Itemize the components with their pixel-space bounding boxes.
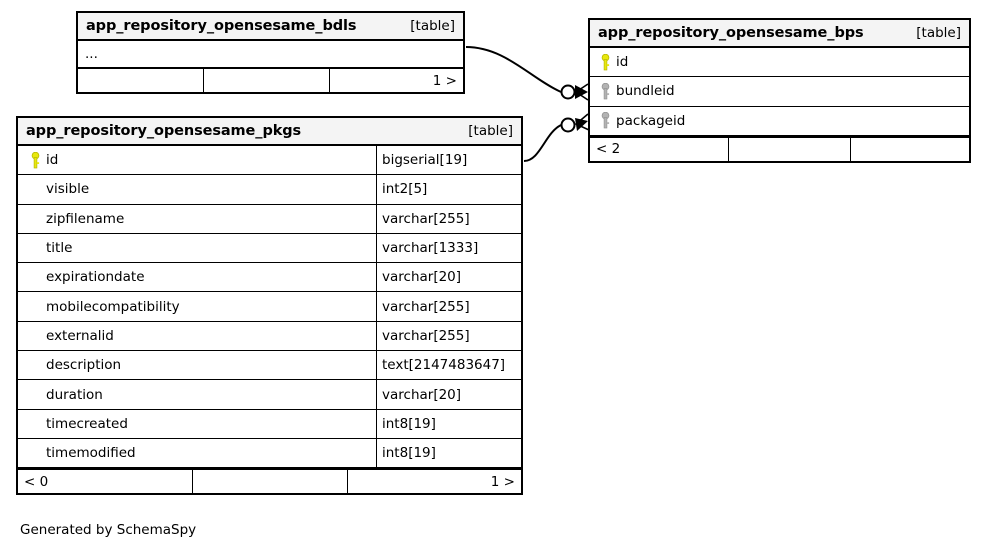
- column-type: text[2147483647]: [376, 351, 521, 380]
- relationship-bdls-to-bps: [465, 46, 589, 101]
- relationship-pkgs-to-bps: [523, 113, 590, 162]
- footer-cell-parents: < 2: [590, 137, 729, 161]
- footer-cell-children: 1 >: [490, 473, 515, 490]
- table-row: id: [590, 48, 969, 78]
- table-footer: < 0 1 >: [18, 468, 521, 494]
- foreign-key-icon: [594, 112, 616, 129]
- column-type: varchar[1333]: [376, 233, 521, 263]
- crowsfoot-marker: [575, 85, 588, 99]
- table-footer: 1 >: [78, 67, 463, 92]
- cardinality-zero-marker: [560, 117, 576, 133]
- column-name: id: [46, 152, 59, 169]
- foreign-key-icon: [594, 82, 616, 100]
- footer-cell-children: [851, 138, 969, 161]
- table-name: app_repository_opensesame_bps: [598, 25, 864, 41]
- column-name: title: [46, 240, 73, 257]
- table-row: timecreated int8[19]: [18, 409, 521, 439]
- table-kind-label: [table]: [468, 123, 513, 139]
- column-name-cell: visible: [18, 175, 376, 203]
- generator-credit: Generated by SchemaSpy: [20, 522, 197, 538]
- column-type: varchar[20]: [376, 263, 521, 292]
- table-row: timemodified int8[19]: [18, 438, 521, 469]
- crowsfoot-marker: [575, 118, 588, 131]
- table-header: app_repository_opensesame_bps [table]: [590, 20, 969, 48]
- column-name-cell: title: [18, 234, 376, 262]
- table-footer: < 2: [590, 135, 969, 161]
- table-row: packageid: [590, 107, 969, 136]
- column-name: timemodified: [46, 445, 136, 462]
- column-name-cell: timecreated: [18, 410, 376, 438]
- column-type: int8[19]: [376, 409, 521, 438]
- column-name: timecreated: [46, 415, 128, 432]
- column-type: varchar[255]: [376, 321, 521, 351]
- table-row: description text[2147483647]: [18, 351, 521, 381]
- column-name-cell: timemodified: [18, 439, 376, 467]
- footer-cell-middle: [193, 470, 348, 494]
- table-row: externalid varchar[255]: [18, 321, 521, 352]
- column-type: bigserial[19]: [376, 146, 521, 175]
- column-type: int8[19]: [376, 438, 521, 468]
- table-app_repository_opensesame_bdls[interactable]: app_repository_opensesame_bdls [table] .…: [76, 11, 465, 94]
- table-header: app_repository_opensesame_pkgs [table]: [18, 118, 521, 146]
- crowsfoot-legs: [574, 83, 589, 101]
- table-kind-label: [table]: [916, 25, 961, 41]
- primary-key-icon: [24, 151, 46, 169]
- column-type: varchar[20]: [376, 380, 521, 409]
- column-name: mobilecompatibility: [46, 298, 180, 315]
- cardinality-zero-marker: [560, 84, 576, 100]
- table-row: expirationdate varchar[20]: [18, 263, 521, 293]
- column-type: varchar[255]: [376, 292, 521, 321]
- table-row: duration varchar[20]: [18, 380, 521, 410]
- column-name: bundleid: [616, 83, 675, 100]
- table-app_repository_opensesame_bps[interactable]: app_repository_opensesame_bps [table] id: [588, 18, 971, 163]
- table-row: visible int2[5]: [18, 175, 521, 205]
- column-name: description: [46, 357, 122, 374]
- column-name-cell: description: [18, 351, 376, 379]
- table-name: app_repository_opensesame_pkgs: [26, 123, 302, 139]
- column-name: externalid: [46, 327, 114, 344]
- column-name-cell: id: [590, 48, 969, 76]
- column-name: packageid: [616, 112, 686, 129]
- column-name: duration: [46, 386, 103, 403]
- column-name-cell: externalid: [18, 322, 376, 350]
- column-name-cell: bundleid: [590, 77, 969, 105]
- truncated-columns-indicator: ...: [85, 46, 98, 62]
- footer-cell-middle: [204, 69, 330, 92]
- column-type: int2[5]: [376, 175, 521, 204]
- table-row: mobilecompatibility varchar[255]: [18, 292, 521, 322]
- primary-key-icon: [594, 53, 616, 71]
- column-name: expirationdate: [46, 269, 145, 286]
- column-type: varchar[255]: [376, 204, 521, 233]
- footer-cell-parents: [78, 69, 204, 92]
- column-name: visible: [46, 181, 90, 198]
- table-name: app_repository_opensesame_bdls: [86, 18, 357, 34]
- footer-cell-middle: [729, 137, 851, 161]
- table-header: app_repository_opensesame_bdls [table]: [78, 13, 463, 41]
- column-name-cell: duration: [18, 380, 376, 408]
- column-name: zipfilename: [46, 210, 125, 227]
- footer-cell-parents: < 0: [18, 470, 193, 494]
- column-name-cell: mobilecompatibility: [18, 292, 376, 320]
- column-name-cell: packageid: [590, 107, 969, 135]
- table-kind-label: [table]: [410, 18, 455, 34]
- column-name: id: [616, 54, 629, 71]
- table-row: id bigserial[19]: [18, 146, 521, 176]
- column-name-cell: id: [18, 146, 376, 174]
- table-app_repository_opensesame_pkgs[interactable]: app_repository_opensesame_pkgs [table] i…: [16, 116, 523, 496]
- table-row: zipfilename varchar[255]: [18, 204, 521, 234]
- footer-cell-children: 1 >: [432, 72, 457, 89]
- table-row: bundleid: [590, 77, 969, 107]
- column-name-cell: zipfilename: [18, 205, 376, 233]
- table-row: title varchar[1333]: [18, 233, 521, 264]
- column-name-cell: expirationdate: [18, 263, 376, 291]
